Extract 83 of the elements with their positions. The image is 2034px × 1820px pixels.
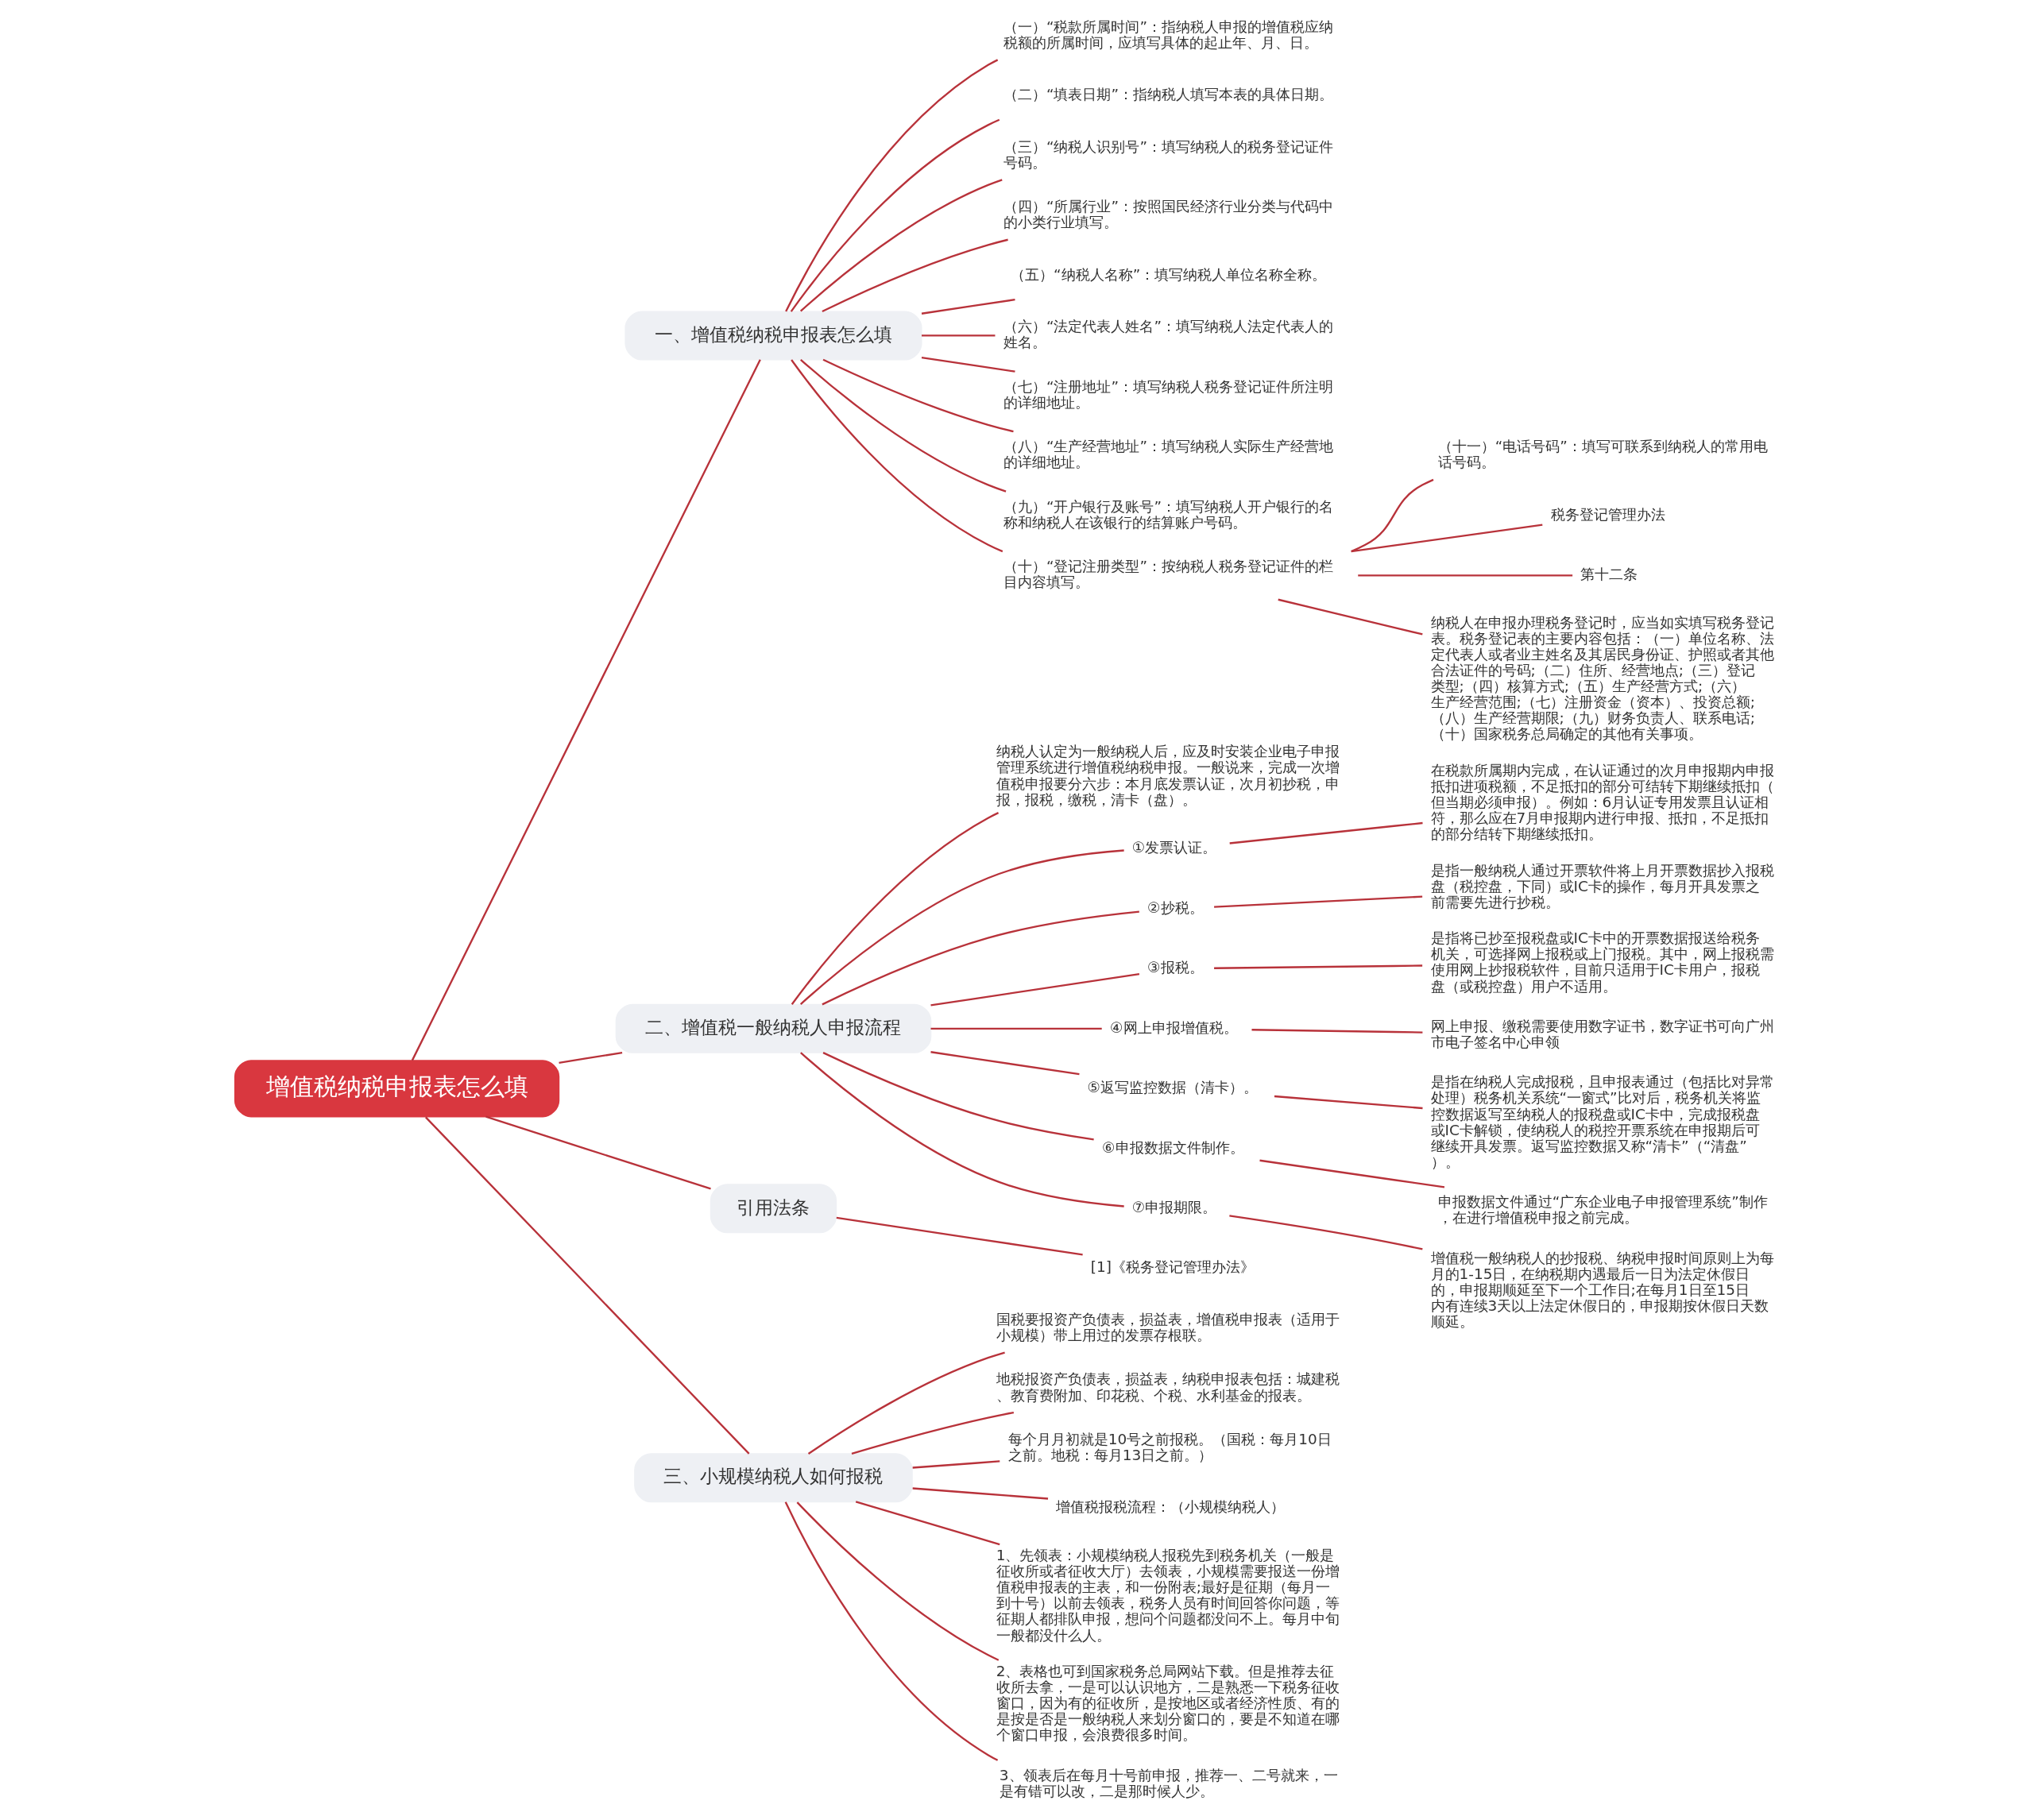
node-text: ⑤返写监控数据（清卡）。 bbox=[1087, 1079, 1258, 1095]
connector bbox=[921, 299, 1015, 315]
connector bbox=[912, 1460, 1000, 1469]
node-text: 是指一般纳税人通过开票软件将上月开票数据抄入报税盘（税控盘，下同）或IC卡的操作，每月开具发票之前需要先进行抄税。 bbox=[1430, 861, 1774, 910]
connector bbox=[1251, 1029, 1422, 1034]
node-text: 税务登记管理办法 bbox=[1550, 505, 1665, 523]
node-text: （一）“税款所属时间”：指纳税人申报的增值税应纳税额的所属时间，应填写具体的起止年、月、日。 bbox=[1003, 17, 1333, 51]
node-text: （六）“法定代表人姓名”：填写纳税人法定代表人的姓名。 bbox=[1003, 318, 1333, 351]
node-text: 纳税人在申报办理税务登记时，应当如实填写税务登记表。税务登记表的主要内容包括：（一）单位名称、法定代表人或者业主姓名及其居民身份证、护照或者其他合法证件的号码;（二）住所、经营地点;（三）登记类型;（四）核算方式;（五）生产经营方式;（六）生产经营范围;（七）注册资金（资本）、投资总额;（八）生产经营期限;（九）财务负责人、联系电话;（十）国家税务总局确定的其他有关事项。 bbox=[1430, 613, 1774, 743]
connector bbox=[821, 910, 1139, 1006]
connector bbox=[851, 1411, 1014, 1455]
connector bbox=[912, 1487, 1048, 1500]
node-text: 申报数据文件通过“广东企业电子申报管理系统”制作，在进行增值税申报之前完成。 bbox=[1437, 1193, 1768, 1227]
node-text: 是指在纳税人完成报税，且申报表通过（包括比对异常处理）税务机关系统“一窗式”比对后，税务机关将监控数据返写至纳税人的报税盘或IC卡中，完成报税盘或IC卡解锁，使纳税人的税控开票系统在申报期后可继续开具发票。返写监控数据又称“清卡”（“清盘”）。 bbox=[1430, 1073, 1774, 1170]
node-box: 引用法条 bbox=[710, 1184, 837, 1234]
node-text: 国税要报资产负债表，损益表，增值税申报表（适用于小规模）带上用过的发票存根联。 bbox=[996, 1310, 1340, 1344]
connector bbox=[799, 358, 1006, 493]
connector bbox=[1213, 964, 1422, 969]
connector bbox=[799, 179, 1003, 312]
connector bbox=[822, 358, 1014, 433]
connector bbox=[790, 359, 1003, 553]
connector bbox=[424, 1116, 750, 1455]
node-text: ⑥申报数据文件制作。 bbox=[1101, 1138, 1244, 1156]
connector bbox=[921, 334, 995, 337]
connector bbox=[1229, 821, 1423, 844]
connector bbox=[784, 1501, 998, 1761]
connector bbox=[1213, 895, 1422, 908]
node-text: ⑦申报期限。 bbox=[1131, 1198, 1216, 1215]
node-text: 是指将已抄至报税盘或IC卡中的开票数据报送给税务机关，可选择网上报税或上门报税。其中，网上报税需使用网上抄报税软件，目前只适用于IC卡用户，报税盘（或税控盘）用户不适用。 bbox=[1430, 929, 1774, 995]
connector bbox=[1274, 1095, 1423, 1110]
node-box: 增值税纳税申报表怎么填 bbox=[234, 1060, 559, 1118]
node-text: （八）“生产经营地址”：填写纳税人实际生产经营地的详细地址。 bbox=[1003, 438, 1333, 471]
connector bbox=[930, 972, 1139, 1007]
connector bbox=[791, 812, 999, 1005]
node-text: ②抄税。 bbox=[1147, 898, 1204, 916]
connector bbox=[411, 359, 761, 1061]
node-text: （三）“纳税人识别号”：填写纳税人的税务登记证件号码。 bbox=[1003, 137, 1333, 171]
connector bbox=[821, 238, 1008, 313]
connector bbox=[799, 1052, 1124, 1208]
node-text: （七）“注册地址”：填写纳税人税务登记证件所注明的详细地址。 bbox=[1003, 377, 1333, 411]
node-text: 网上申报、缴税需要使用数字证书，数字证书可向广州市电子签名中心申领 bbox=[1430, 1017, 1774, 1050]
connector bbox=[1350, 478, 1433, 553]
connector bbox=[1259, 1159, 1444, 1188]
node-text: 增值税报税流程：（小规模纳税人） bbox=[1055, 1498, 1285, 1516]
node-box: 一、增值税纳税申报表怎么填 bbox=[624, 311, 922, 361]
node-text: 地税报资产负债表，损益表，纳税申报表包括：城建税、教育费附加、印花税、个税、水利基金的报表。 bbox=[996, 1370, 1340, 1404]
node-text: 纳税人认定为一般纳税人后，应及时安装企业电子申报管理系统进行增值税纳税申报。一般说来，完成一次增值税申报要分六步：本月底发票认证，次月初抄税，申报，报税，缴税，清卡（盘）。 bbox=[996, 743, 1340, 808]
connector bbox=[807, 1351, 1005, 1455]
connector bbox=[790, 118, 1000, 312]
node-text: ③报税。 bbox=[1147, 959, 1204, 976]
connector bbox=[855, 1501, 1000, 1546]
node-text: 2、表格也可到国家税务总局网站下载。但是推荐去征收所去拿，一是可以认识地方，二是熟悉一下税务征收窗口，因为有的征收所，是按地区或者经济性质、有的是按是否是一般纳税人来划分窗口的，要是不知道在哪个窗口申报，会浪费很多时间。 bbox=[996, 1662, 1340, 1744]
connector bbox=[1350, 524, 1542, 553]
connector bbox=[485, 1115, 711, 1190]
connector bbox=[1357, 574, 1572, 577]
connector bbox=[799, 849, 1124, 1005]
node-text: 增值税一般纳税人的抄报税、纳税申报时间原则上为每月的1-15日，在纳税期内遇最后一日为法定休假日的，申报期顺延至下一个工作日;在每月1日至15日内有连续3天以上法定休假日的，申报期按休假日天数顺延。 bbox=[1430, 1249, 1774, 1331]
connector bbox=[1277, 598, 1423, 636]
node-text: 每个月月初就是10号之前报税。（国税：每月10日之前。地税：每月13日之前。） bbox=[1007, 1430, 1332, 1464]
node-text: （二）“填表日期”：指纳税人填写本表的具体日期。 bbox=[1003, 86, 1333, 103]
connector bbox=[1228, 1215, 1423, 1250]
node-box: 二、增值税一般纳税人申报流程 bbox=[615, 1003, 931, 1053]
node-text: （五）“纳税人名称”：填写纳税人单位名称全称。 bbox=[1010, 265, 1326, 283]
node-text: 3、领表后在每月十号前申报，推荐一、二号就来，一是有错可以改，二是那时候人少。 bbox=[999, 1766, 1338, 1799]
node-text: 第十二条 bbox=[1580, 566, 1638, 583]
node-text: [1]《税务登记管理办法》 bbox=[1090, 1258, 1255, 1276]
connector bbox=[784, 59, 998, 312]
connector bbox=[822, 1052, 1094, 1141]
node-text: 1、先领表：小规模纳税人报税先到税务机关（一般是征收所或者征收大厅）去领表，小规模需要报送一份增值税申报表的主表，和一份附表;最好是征期（每月一到十号）以前去领表，税务人员有时间回答你问题，等征期人都排队申报，想问个问题都没问不上。每月中旬一般都没什么人。 bbox=[996, 1546, 1340, 1644]
connector bbox=[836, 1216, 1083, 1256]
connector bbox=[930, 1051, 1080, 1076]
node-text: ④网上申报增值税。 bbox=[1109, 1018, 1238, 1036]
connector bbox=[796, 1501, 999, 1661]
connector bbox=[921, 356, 1015, 373]
node-text: （十）“登记注册类型”：按纳税人税务登记证件的栏目内容填写。 bbox=[1003, 558, 1333, 591]
node-text: ①发票认证。 bbox=[1131, 839, 1216, 856]
connector bbox=[558, 1051, 622, 1064]
connector bbox=[930, 1027, 1102, 1030]
node-text: （四）“所属行业”：按照国民经济行业分类与代码中的小类行业填写。 bbox=[1003, 198, 1333, 231]
node-box: 三、小规模纳税人如何报税 bbox=[633, 1453, 913, 1503]
node-text: （十一）“电话号码”：填写可联系到纳税人的常用电话号码。 bbox=[1437, 438, 1768, 471]
node-text: （九）“开户银行及账号”：填写纳税人开户银行的名称和纳税人在该银行的结算账户号码。 bbox=[1003, 497, 1333, 531]
node-text: 在税款所属期内完成，在认证通过的次月申报期内申报抵扣进项税额，不足抵扣的部分可结转下期继续抵扣（但当期必须申报）。例如：6月认证专用发票且认证相符，那么应在7月申报期内进行申报、抵扣，不足抵扣的部分结转下期继续抵扣。 bbox=[1430, 761, 1774, 843]
